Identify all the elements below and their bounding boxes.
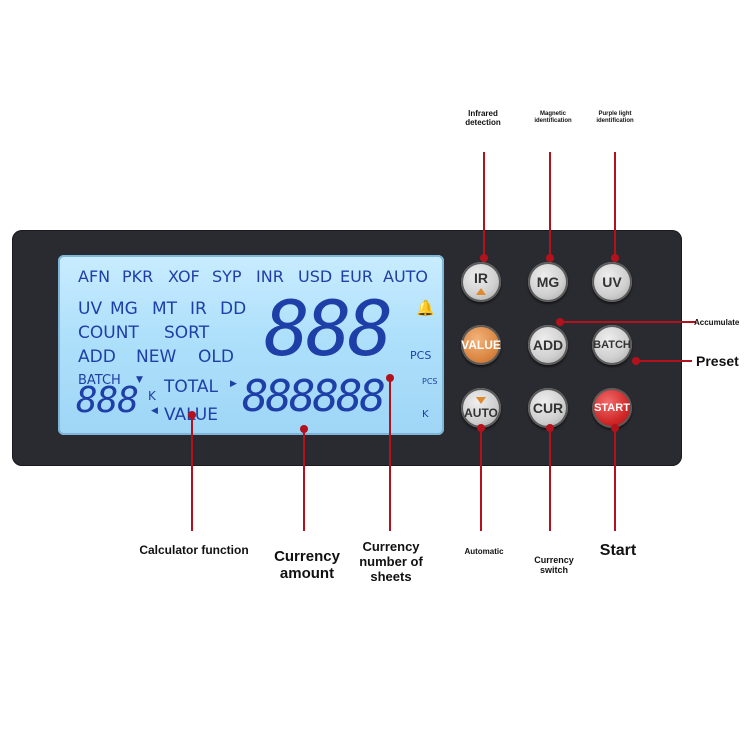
cur-leader-dot bbox=[546, 424, 554, 432]
lcd-display: AFN PKR XOF SYP INR USD EUR AUTO UV MG M… bbox=[58, 255, 444, 435]
cur-leader-line bbox=[549, 430, 551, 531]
value-button[interactable]: VALUE bbox=[461, 325, 501, 365]
purple-light-identification-label: Purple light identification bbox=[596, 111, 634, 124]
lcd-mode-old: OLD bbox=[198, 347, 234, 367]
lcd-mode-count: COUNT bbox=[78, 323, 139, 343]
lcd-mode-new: NEW bbox=[136, 347, 177, 367]
batch-button[interactable]: BATCH bbox=[592, 325, 632, 365]
lcd-batch-arrow: ▼ bbox=[136, 375, 143, 385]
lcd-mode-uv: UV bbox=[78, 299, 103, 319]
lcd-amount-unit-k: K bbox=[422, 409, 429, 420]
lcd-bell-icon: 🔔 bbox=[416, 299, 435, 317]
lcd-value-arrow: ◀ bbox=[151, 406, 158, 416]
amount-leader-line bbox=[303, 431, 305, 531]
lcd-mode-add: ADD bbox=[78, 347, 116, 367]
lcd-amount-unit-pcs: PCS bbox=[422, 377, 438, 386]
lcd-batch-label: BATCH bbox=[78, 373, 121, 388]
lcd-mode-dd: DD bbox=[220, 299, 247, 319]
start-leader-line bbox=[614, 430, 616, 531]
cur-button-label: CUR bbox=[532, 400, 564, 416]
start-button[interactable]: START bbox=[592, 388, 632, 428]
ir-button[interactable]: IR bbox=[461, 262, 501, 302]
accumulate-leader-dot bbox=[556, 318, 564, 326]
calculator-leader-dot bbox=[188, 411, 196, 419]
sheets-leader-dot bbox=[386, 374, 394, 382]
preset-label: Preset bbox=[696, 353, 739, 369]
lcd-total-label: TOTAL bbox=[164, 377, 218, 397]
uv-button-label: UV bbox=[602, 274, 622, 290]
lcd-currency-eur: EUR bbox=[340, 267, 373, 286]
cur-button[interactable]: CUR bbox=[528, 388, 568, 428]
lcd-total-arrow: ▶ bbox=[230, 379, 237, 389]
add-button-label: ADD bbox=[532, 337, 564, 353]
ir-leader-dot bbox=[480, 254, 488, 262]
start-button-label: START bbox=[594, 402, 630, 414]
currency-switch-label: Currency switch bbox=[534, 555, 574, 576]
value-button-label: VALUE bbox=[461, 338, 501, 352]
ir-button-label: IR bbox=[474, 269, 488, 286]
uv-leader-line bbox=[614, 152, 616, 258]
lcd-mode-ir: IR bbox=[190, 299, 207, 319]
sheets-leader-line bbox=[389, 380, 391, 531]
lcd-mode-mg: MG bbox=[110, 299, 138, 319]
magnetic-identification-label: Magnetic identification bbox=[534, 111, 572, 124]
auto-leader-dot bbox=[477, 424, 485, 432]
lcd-batch-unit: K bbox=[148, 389, 156, 403]
lcd-currency-pkr: PKR bbox=[122, 267, 154, 286]
lcd-currency-afn: AFN bbox=[78, 267, 111, 286]
start-leader-dot bbox=[611, 424, 619, 432]
lcd-mode-mt: MT bbox=[152, 299, 178, 319]
lcd-currency-inr: INR bbox=[256, 267, 284, 286]
lcd-currency-syp: SYP bbox=[212, 267, 242, 286]
down-arrow-icon bbox=[476, 396, 486, 404]
mg-leader-dot bbox=[546, 254, 554, 262]
lcd-currency-xof: XOF bbox=[168, 267, 200, 286]
uv-button[interactable]: UV bbox=[592, 262, 632, 302]
lcd-mode-sort: SORT bbox=[164, 323, 210, 343]
start-label: Start bbox=[599, 542, 637, 559]
accumulate-leader-line bbox=[562, 321, 696, 323]
mg-leader-line bbox=[549, 152, 551, 258]
auto-leader-line bbox=[480, 430, 482, 531]
lcd-amount-digits: 888888 bbox=[242, 371, 386, 422]
mg-button-label: MG bbox=[536, 274, 560, 290]
calculator-function-label: Calculator function bbox=[139, 543, 249, 557]
preset-leader-line bbox=[638, 360, 692, 362]
lcd-currency-auto: AUTO bbox=[383, 267, 429, 286]
auto-button-label: AUTO bbox=[464, 405, 498, 420]
amount-leader-dot bbox=[300, 425, 308, 433]
infrared-detection-label: Infrared detection bbox=[465, 109, 501, 128]
auto-button[interactable]: AUTO bbox=[461, 388, 501, 428]
preset-leader-dot bbox=[632, 357, 640, 365]
automatic-label: Automatic bbox=[464, 547, 504, 556]
uv-leader-dot bbox=[611, 254, 619, 262]
lcd-batch-digits: 888 bbox=[76, 380, 139, 421]
batch-button-label: BATCH bbox=[593, 339, 631, 351]
ir-leader-line bbox=[483, 152, 485, 258]
lcd-sheets-digits: 888 bbox=[264, 284, 393, 373]
lcd-currency-usd: USD bbox=[298, 267, 333, 286]
accumulate-label: Accumulate bbox=[694, 318, 740, 327]
add-button[interactable]: ADD bbox=[528, 325, 568, 365]
calculator-leader-line bbox=[191, 417, 193, 531]
mg-button[interactable]: MG bbox=[528, 262, 568, 302]
up-arrow-icon bbox=[476, 287, 486, 295]
currency-number-of-sheets-label: Currency number of sheets bbox=[359, 539, 423, 584]
currency-amount-label: Currency amount bbox=[274, 548, 340, 583]
lcd-sheets-unit: PCS bbox=[410, 349, 432, 362]
